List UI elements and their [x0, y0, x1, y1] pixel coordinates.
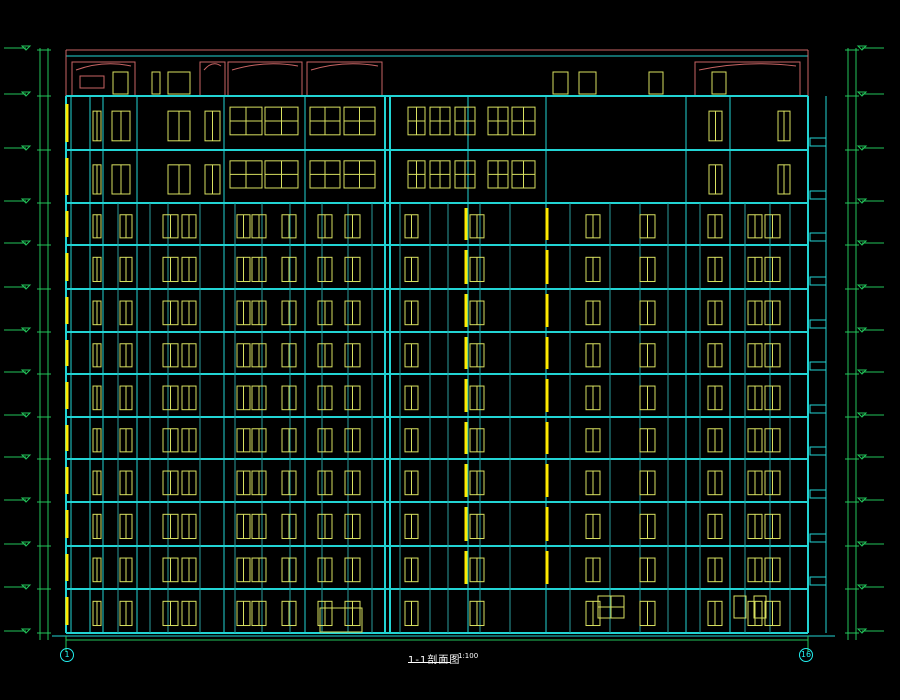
level-triangle-l-13: [20, 45, 32, 51]
title-underline: [408, 662, 450, 663]
roof-window-0: [112, 71, 129, 95]
axis-bubble-left: 1: [60, 648, 74, 662]
roof-window-4: [578, 71, 597, 95]
shaft-box-3: [809, 232, 827, 242]
shaft-box-6: [809, 361, 827, 371]
roof-window-2: [167, 71, 191, 95]
roof-arc-4: [698, 63, 797, 71]
level-triangle-l-7: [20, 412, 32, 418]
level-triangle-r-10: [856, 541, 868, 547]
shaft-box-9: [809, 489, 827, 499]
level-triangle-l-8: [20, 454, 32, 460]
level-triangle-l-5: [20, 327, 32, 333]
gf-door-2: [753, 595, 767, 619]
level-triangle-r-5: [856, 327, 868, 333]
level-triangle-r-6: [856, 369, 868, 375]
level-triangle-l-3: [20, 240, 32, 246]
level-triangle-l-11: [20, 584, 32, 590]
level-triangle-l-1: [20, 145, 32, 151]
shaft-box-11: [809, 576, 827, 586]
roof-room-4: [694, 61, 801, 97]
roof-arc-1: [203, 63, 222, 71]
level-triangle-r-12: [856, 628, 868, 634]
level-triangle-l-0: [20, 91, 32, 97]
shaft-box-1: [809, 137, 827, 147]
shaft-box-5: [809, 319, 827, 329]
level-triangle-l-10: [20, 541, 32, 547]
level-triangle-r-3: [856, 240, 868, 246]
shaft-box-4: [809, 276, 827, 286]
roof-window-3: [648, 71, 664, 95]
roof-room-3: [306, 61, 383, 97]
level-triangle-l-4: [20, 284, 32, 290]
roof-window-6: [711, 71, 727, 95]
roof-room-1: [199, 61, 226, 97]
drawing-scale: 1:100: [458, 652, 479, 660]
level-triangle-r-13: [856, 45, 868, 51]
roof-water-tank: [79, 75, 105, 89]
level-triangle-r-1: [856, 145, 868, 151]
roof-window-1: [151, 71, 161, 95]
level-triangle-l-9: [20, 497, 32, 503]
drawing-title: 1-1剖面图: [408, 655, 461, 666]
roof-room-2: [227, 61, 303, 97]
shaft-box-7: [809, 404, 827, 414]
roof-window-5: [552, 71, 569, 95]
level-triangle-r-7: [856, 412, 868, 418]
roof-arc-3: [310, 63, 379, 71]
level-triangle-r-9: [856, 497, 868, 503]
level-triangle-l-6: [20, 369, 32, 375]
level-triangle-l-2: [20, 198, 32, 204]
gf-entrance: [319, 607, 363, 633]
level-triangle-r-0: [856, 91, 868, 97]
roof-arc-0: [75, 63, 132, 71]
axis-bubble-right: 16: [799, 648, 813, 662]
level-triangle-r-4: [856, 284, 868, 290]
level-triangle-l-12: [20, 628, 32, 634]
shaft-box-2: [809, 190, 827, 200]
shaft-box-10: [809, 533, 827, 543]
level-triangle-r-11: [856, 584, 868, 590]
level-triangle-r-2: [856, 198, 868, 204]
gf-door-1: [733, 595, 747, 619]
level-triangle-r-8: [856, 454, 868, 460]
shaft-box-8: [809, 446, 827, 456]
roof-arc-2: [231, 63, 299, 71]
